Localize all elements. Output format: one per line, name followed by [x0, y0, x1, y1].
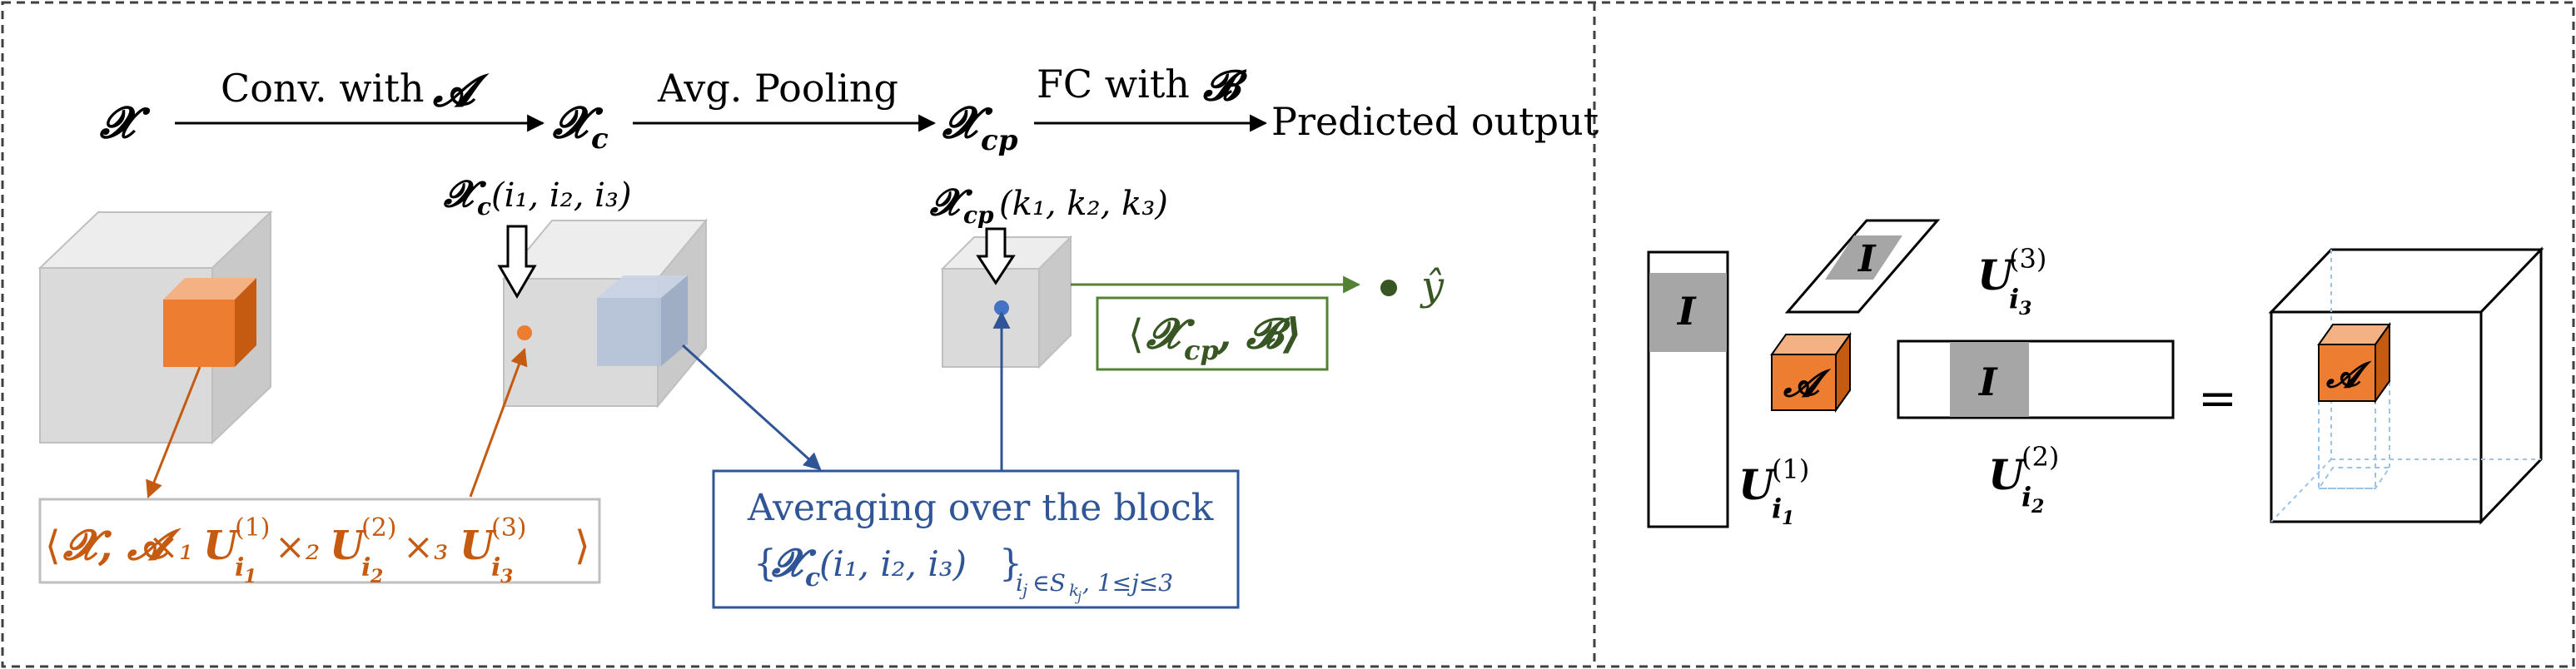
svg-text:{: { [753, 543, 777, 585]
svg-text:i: i [235, 553, 244, 582]
pipeline-row: 𝓧 Conv. with 𝓐 𝓧 c Avg. Pooling 𝓧 cp FC … [99, 61, 1599, 157]
svg-text:cp: cp [1184, 334, 1219, 366]
svg-text:k: k [1069, 580, 1079, 600]
conv-core-symbol: 𝓐 [432, 66, 490, 116]
kernel-cube-orange [163, 278, 256, 367]
element-dot-orange [517, 325, 532, 340]
svg-text:, 𝓑⟩: , 𝓑⟩ [1216, 309, 1302, 358]
svg-text:c: c [477, 193, 491, 221]
conv-output-cube [501, 218, 709, 409]
svg-text:U: U [1988, 450, 2027, 499]
inner-product-box-green: ⟨ 𝓧 cp , 𝓑⟩ [1096, 296, 1329, 371]
svg-text:U: U [1977, 250, 2017, 300]
svg-text:(i₁, i₂, i₃): (i₁, i₂, i₃) [819, 543, 967, 584]
svg-text:⟨: ⟨ [1128, 311, 1144, 358]
xcp-symbol-sub: cp [981, 124, 1018, 157]
xcp-index-annotation: 𝓧 cp (k₁, k₂, k₃) [929, 181, 1168, 229]
arrow-block-to-avg-box [681, 344, 822, 471]
svg-text:2: 2 [370, 566, 383, 587]
down-arrow-hollow-1 [497, 225, 537, 299]
u1-matrix: I U (1) i 1 [1647, 250, 1809, 529]
right-panel: I U (1) i 1 I U (3) i 3 𝓐 I U [1647, 219, 2544, 529]
arrow-avgpool-label: Avg. Pooling [657, 66, 898, 111]
formula-box-orange: ⟨ 𝓧 , 𝓐 ×₁ U (1) i 1 ×₂ U (2) i 2 ×₃ U (… [38, 498, 601, 587]
svg-text:j: j [1075, 588, 1082, 604]
svg-text:(2): (2) [2022, 441, 2059, 473]
prediction-dot [1380, 280, 1397, 296]
svg-text:I: I [1857, 238, 1877, 280]
core-tensor-cube: 𝓐 [1770, 331, 1852, 414]
fc-weight-symbol: 𝓑 [1202, 61, 1248, 110]
result-cube: 𝓐 [2268, 246, 2544, 525]
svg-text:(3): (3) [2009, 243, 2046, 275]
svg-text:, 1≤j≤3: , 1≤j≤3 [1082, 569, 1173, 597]
u3-matrix: I U (3) i 3 [1784, 219, 2046, 320]
svg-text:2: 2 [2031, 496, 2044, 518]
xc-symbol-sub: c [591, 122, 609, 156]
svg-text:(1): (1) [235, 513, 271, 543]
svg-text:U: U [330, 523, 367, 569]
averaging-box-blue: Averaging over the block { 𝓧 c (i₁, i₂, … [712, 469, 1240, 609]
svg-text:c: c [805, 563, 820, 592]
xc-index-annotation: 𝓧 c (i₁, i₂, i₃) [443, 173, 632, 221]
svg-text:j: j [1019, 580, 1027, 600]
pooling-block-blue [597, 275, 688, 366]
svg-text:}: } [999, 543, 1022, 585]
equals-sign: = [2198, 372, 2237, 426]
svg-text:∈S: ∈S [1032, 569, 1066, 597]
svg-text:U: U [460, 523, 497, 569]
hidden-edges [2270, 250, 2541, 523]
embedded-core-cube: 𝓐 [2317, 321, 2391, 404]
svg-text:I: I [1676, 289, 1697, 334]
arrow-fc-label: FC with [1037, 62, 1190, 107]
pooled-output-cube [940, 235, 1073, 369]
svg-text:i: i [361, 553, 370, 582]
svg-text:×₂: ×₂ [275, 526, 321, 568]
svg-text:3: 3 [500, 566, 513, 587]
svg-text:(i₁, i₂, i₃): (i₁, i₂, i₃) [491, 176, 632, 215]
arrow-conv-label: Conv. with [221, 66, 425, 111]
averaging-title: Averaging over the block [747, 487, 1214, 529]
svg-text:1: 1 [1782, 508, 1794, 529]
svg-text:i: i [2009, 283, 2019, 315]
svg-text:i: i [491, 553, 500, 582]
svg-text:×₃: ×₃ [403, 526, 449, 568]
svg-text:(k₁, k₂, k₃): (k₁, k₂, k₃) [999, 185, 1168, 223]
arrow-kernel-to-formula [146, 366, 201, 498]
svg-text:⟩: ⟩ [574, 523, 590, 569]
x-symbol: 𝓧 [99, 97, 151, 148]
predicted-output-label: Predicted output [1271, 99, 1599, 144]
svg-text:cp: cp [963, 201, 994, 229]
svg-text:U: U [1738, 460, 1778, 509]
svg-text:i: i [1016, 569, 1023, 597]
svg-text:⟨: ⟨ [45, 523, 61, 569]
arrow-formula-to-element [469, 348, 528, 498]
u2-matrix: I U (2) i 2 [1897, 339, 2175, 518]
svg-text:(3): (3) [491, 513, 527, 543]
down-arrow-hollow-2 [976, 227, 1016, 285]
svg-text:U: U [203, 523, 241, 569]
svg-text:I: I [1977, 359, 1998, 404]
svg-text:(1): (1) [1772, 453, 1809, 485]
y-hat: ŷ [1420, 263, 1445, 310]
svg-text:i: i [1772, 493, 1782, 524]
svg-text:i: i [2022, 481, 2031, 513]
input-tensor-cube [37, 210, 273, 445]
svg-text:1: 1 [244, 566, 256, 587]
svg-text:×₁: ×₁ [148, 526, 194, 568]
svg-text:3: 3 [2019, 298, 2031, 320]
svg-text:(2): (2) [361, 513, 397, 543]
